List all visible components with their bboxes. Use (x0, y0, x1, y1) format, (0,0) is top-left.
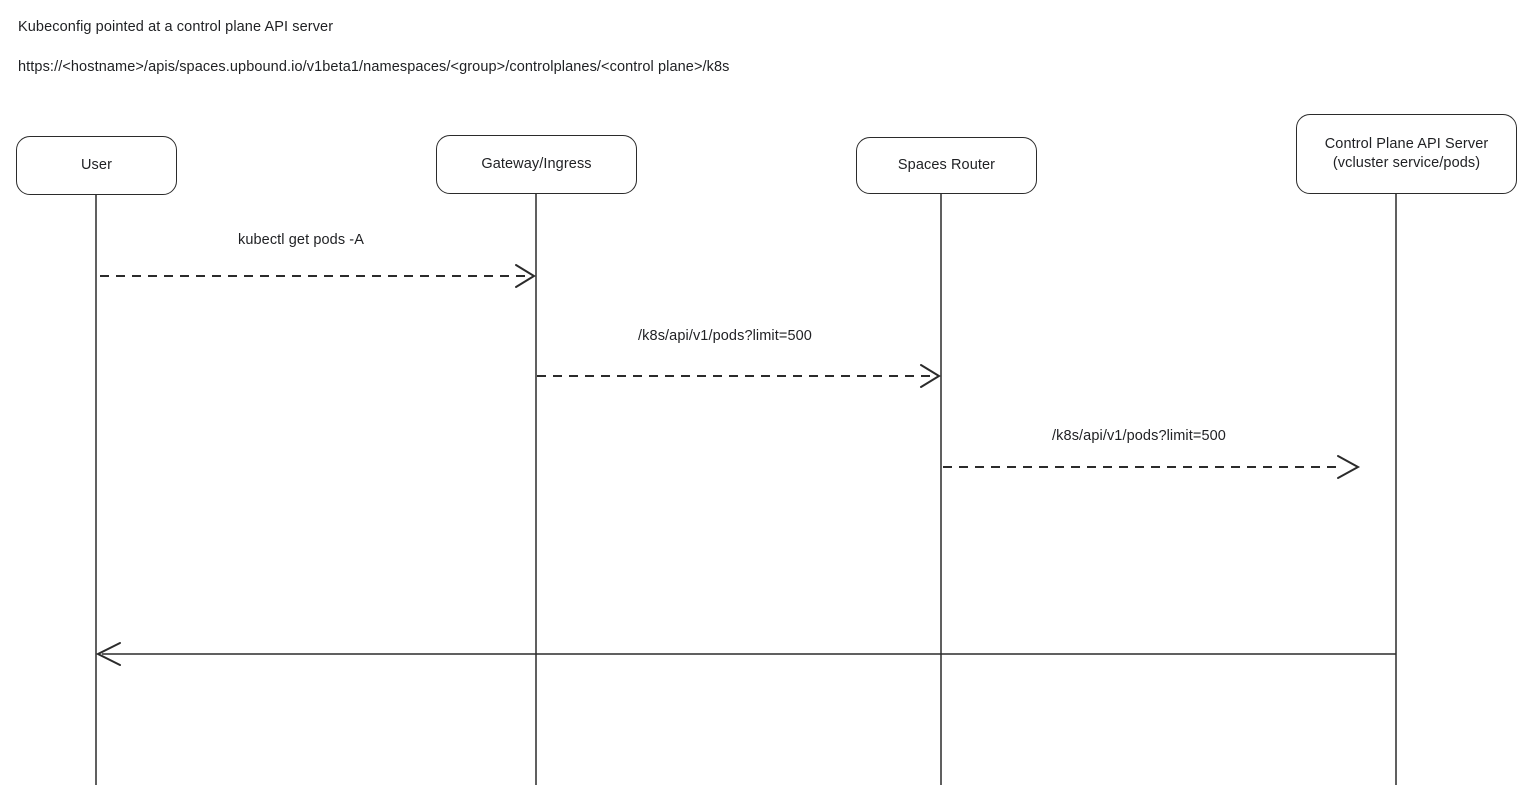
message-arrow-router-to-control-plane[interactable] (943, 455, 1361, 479)
message-arrow-response-to-user[interactable] (95, 642, 1396, 666)
participant-user[interactable]: User (16, 136, 177, 195)
arrowhead-3 (95, 642, 121, 666)
participant-gateway-ingress[interactable]: Gateway/Ingress (436, 135, 637, 194)
participant-label-user: User (80, 157, 112, 173)
participant-label-gateway-ingress: Gateway/Ingress (481, 156, 592, 172)
arrowhead-1 (920, 364, 941, 388)
participant-control-plane-api-server[interactable]: Control Plane API Server (vcluster servi… (1296, 114, 1517, 194)
lifelines-group (95, 194, 1397, 785)
message-arrow-gateway-to-router[interactable] (537, 364, 941, 388)
message-label-gateway-to-router: /k8s/api/v1/pods?limit=500 (638, 328, 812, 344)
participant-spaces-router[interactable]: Spaces Router (856, 137, 1037, 194)
arrowhead-2 (1337, 455, 1361, 479)
message-arrow-kubectl-get-pods[interactable] (100, 264, 536, 288)
participant-label-spaces-router: Spaces Router (897, 157, 996, 173)
participant-label-control-plane-api-server: Control Plane API Server (vcluster servi… (1324, 136, 1489, 171)
kubeconfig-url-note: https://<hostname>/apis/spaces.upbound.i… (18, 59, 730, 75)
diagram-title-note: Kubeconfig pointed at a control plane AP… (18, 19, 334, 35)
message-label-kubectl-get-pods: kubectl get pods -A (237, 232, 365, 248)
message-label-router-to-control-plane: /k8s/api/v1/pods?limit=500 (1052, 428, 1226, 444)
arrowhead-0 (515, 264, 536, 288)
